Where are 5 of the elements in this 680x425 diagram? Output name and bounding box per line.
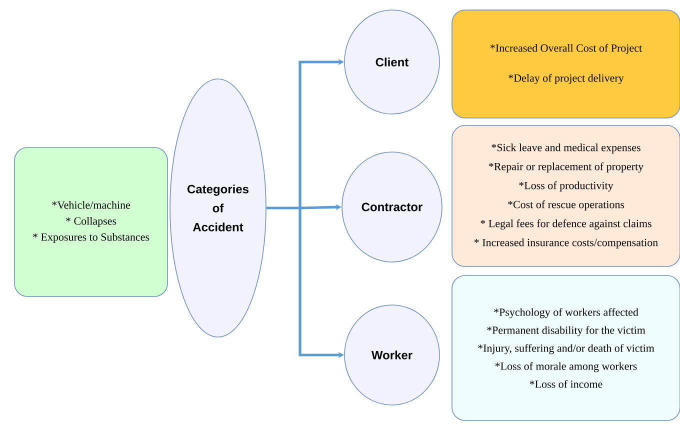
impact-box: *Sick leave and medical expenses *Repair or replacement of property *Loss of productivity *Cost of rescue operations * Legal fees for defence against claims * Increased insurance costs/compensation bbox=[452, 125, 680, 267]
connector-trunk bbox=[266, 206, 300, 210]
impact-box: *Increased Overall Cost of Project *Delay of project delivery bbox=[452, 10, 680, 118]
category-box: *Vehicle/machine * Collapses * Exposures to Substances bbox=[14, 147, 168, 297]
impact-box: *Psychology of workers affected *Permanent disability for the victim *Injury, suffering and/or death of victim *Loss of morale among workers *Loss of income bbox=[452, 275, 680, 421]
